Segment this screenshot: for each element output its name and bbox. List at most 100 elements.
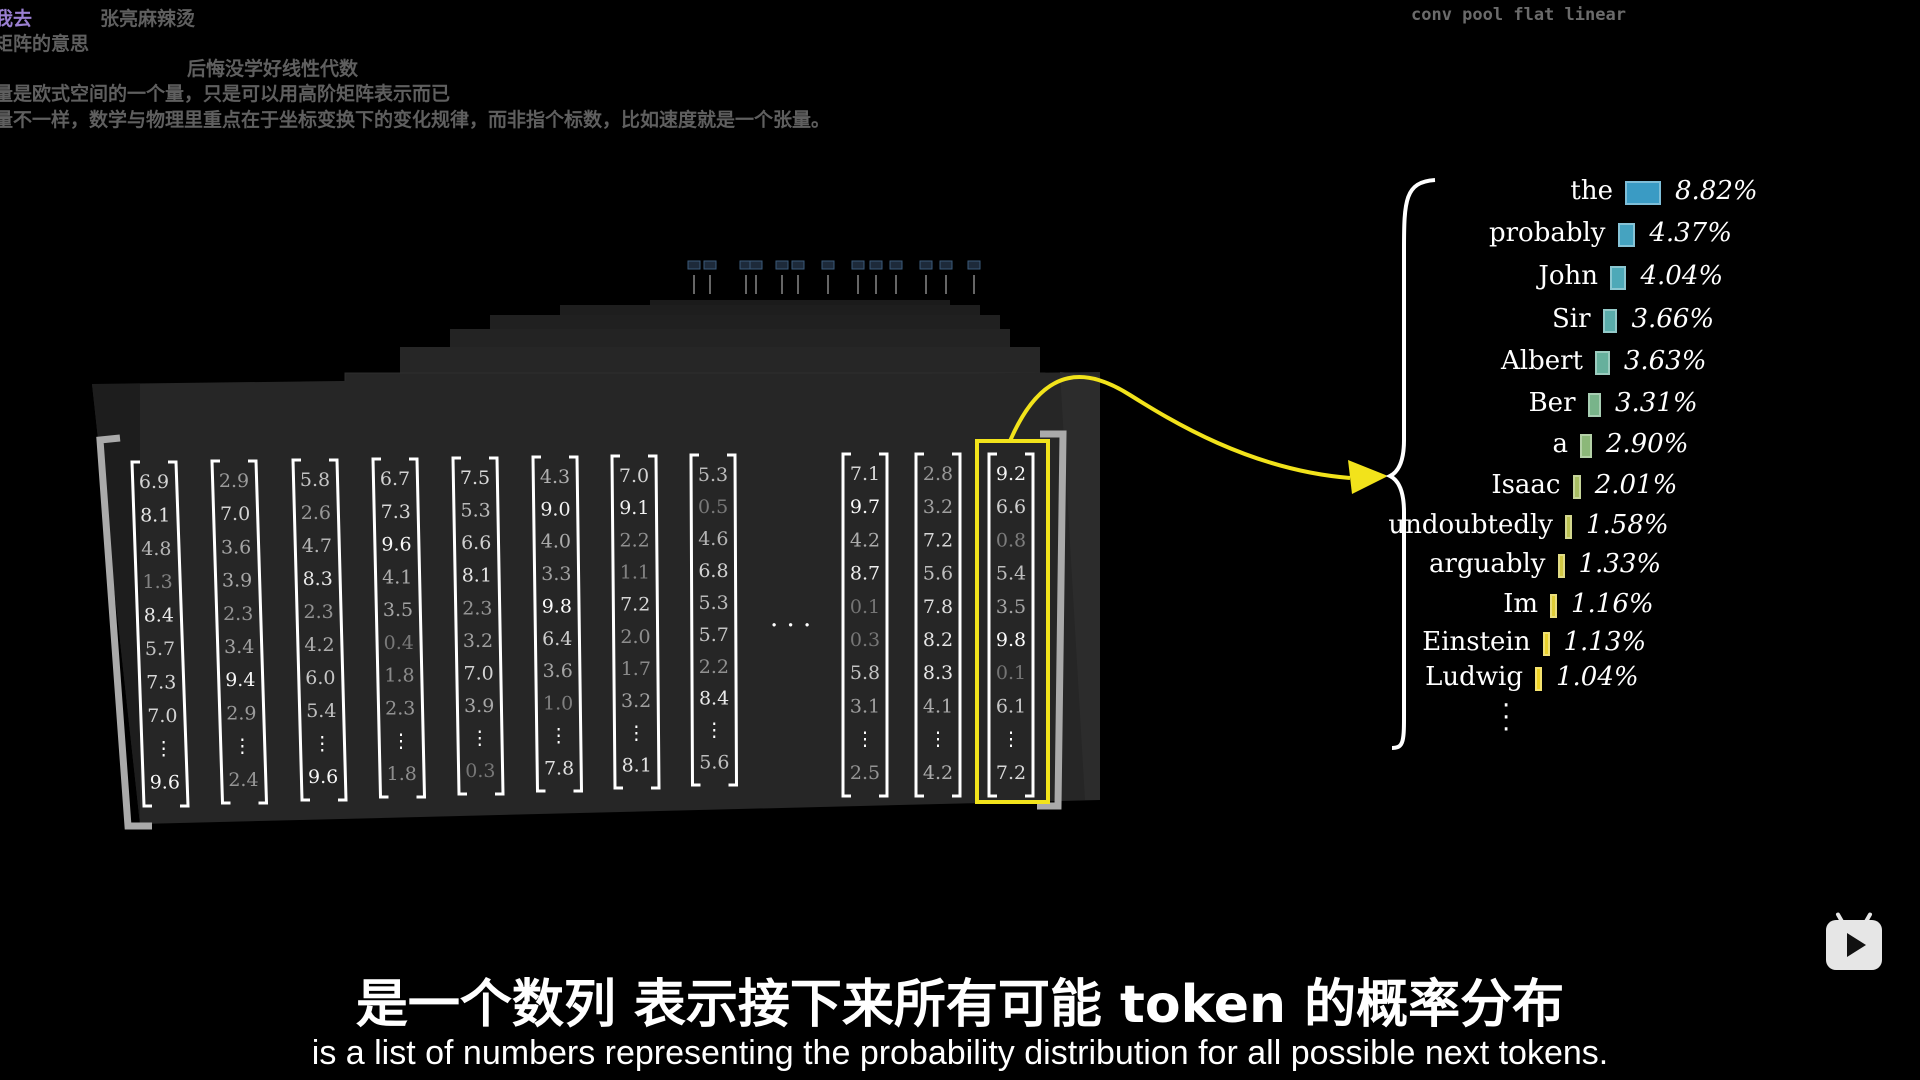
vector-value: 7.0 [147, 705, 177, 727]
tiny-token-box [749, 260, 763, 270]
vector-column: 7.55.36.68.12.33.27.03.9⋮0.3 [451, 456, 505, 796]
distribution-ellipsis-vertical: ··· [1502, 691, 1511, 745]
vector-column: 7.19.74.28.70.10.35.83.1⋮2.5 [841, 452, 889, 798]
vector-value: ⋮ [392, 730, 411, 752]
vector-value: ⋮ [549, 725, 568, 747]
vector-value: 1.0 [543, 693, 573, 715]
distribution-token: the [1570, 176, 1613, 206]
distribution-token: John [1538, 261, 1598, 291]
vector-value: 3.2 [923, 496, 953, 518]
vector-value: 6.1 [996, 695, 1026, 717]
vector-value: ⋮ [627, 722, 646, 744]
tiny-token-box [889, 260, 903, 270]
vector-value: 4.2 [304, 634, 334, 656]
distribution-token: Albert [1501, 346, 1583, 376]
tiny-token-box [687, 260, 701, 270]
vector-value: 2.3 [385, 697, 415, 719]
vector-value: 0.3 [850, 629, 880, 651]
vector-value: 5.8 [850, 662, 880, 684]
vector-value: 6.6 [461, 532, 491, 554]
distribution-token: Sir [1551, 304, 1591, 334]
distribution-token: Einstein [1422, 627, 1531, 657]
vector-value: 5.3 [698, 464, 728, 486]
highlighted-vector-box [975, 439, 1050, 804]
tiny-token-box [791, 260, 805, 270]
tiny-token-box [919, 260, 933, 270]
vector-value: 4.1 [382, 566, 412, 588]
vector-value: 7.2 [620, 594, 650, 616]
vector-column: 6.98.14.81.38.45.77.37.0⋮9.6 [130, 460, 190, 808]
vector-value: 2.2 [699, 656, 729, 678]
vector-value: 3.2 [621, 690, 651, 712]
vector-value: 3.1 [850, 695, 880, 717]
probability-percent: 3.63% [1623, 346, 1707, 376]
vector-value: 8.1 [462, 565, 492, 587]
columns-ellipsis: · · · [770, 611, 811, 641]
vector-value: 2.3 [462, 597, 492, 619]
vector-value: 5.6 [699, 752, 729, 774]
probability-bar [1557, 554, 1565, 578]
vector-value: 2.3 [223, 603, 253, 625]
vector-value: 4.3 [540, 466, 570, 488]
vector-value: 1.1 [620, 561, 650, 583]
probability-percent: 3.66% [1631, 304, 1715, 334]
vector-value: 5.4 [996, 563, 1026, 585]
probability-bar [1617, 223, 1636, 247]
vector-value: 0.1 [850, 596, 880, 618]
vector-value: 8.3 [923, 662, 953, 684]
probability-percent: 1.04% [1556, 662, 1639, 692]
vector-value: 2.6 [301, 502, 331, 524]
probability-bar [1565, 515, 1572, 539]
vector-value: 2.2 [619, 529, 649, 551]
vector-value: 4.7 [302, 535, 332, 557]
vector-brackets [689, 453, 739, 787]
probability-bar [1602, 309, 1618, 333]
vector-value: 7.5 [460, 467, 490, 489]
vector-value: 0.1 [996, 662, 1026, 684]
curly-brace [1385, 178, 1436, 750]
tiny-token-box [851, 260, 865, 270]
vector-brackets [531, 455, 584, 793]
vector-value: 1.7 [621, 658, 651, 680]
vector-value: 5.6 [923, 563, 953, 585]
distribution-token: Isaac [1491, 470, 1561, 500]
vector-value: 8.3 [303, 568, 333, 590]
vector-brackets [987, 452, 1035, 798]
probability-percent: 1.58% [1586, 510, 1669, 540]
probability-percent: 2.01% [1594, 470, 1678, 500]
vector-value: 5.3 [698, 592, 728, 614]
vector-value: 7.8 [544, 757, 574, 779]
vector-value: 6.4 [542, 628, 572, 650]
bilibili-play-icon[interactable] [1826, 911, 1882, 970]
vector-value: 3.6 [543, 660, 573, 682]
danmaku-comment: 矩阵的意思 [0, 33, 90, 55]
vector-brackets [130, 460, 190, 808]
vector-brackets [841, 452, 889, 798]
probability-bar [1587, 393, 1601, 417]
vector-brackets [371, 457, 427, 799]
vector-value: 5.8 [300, 469, 330, 491]
vector-column: 7.09.12.21.17.22.01.73.2⋮8.1 [610, 454, 661, 790]
vector-value: 7.1 [850, 463, 880, 485]
vector-value: 3.2 [463, 630, 493, 652]
probability-percent: 3.31% [1615, 388, 1698, 418]
vector-value: 4.8 [141, 538, 171, 560]
distribution-token: probably [1488, 218, 1606, 248]
distribution-token: undoubtedly [1388, 510, 1553, 540]
embedding-vectors: 6.98.14.81.38.45.77.37.0⋮9.62.97.03.63.9… [130, 452, 1035, 808]
vector-column: 6.77.39.64.13.50.41.82.3⋮1.8 [371, 457, 427, 799]
vector-brackets [451, 456, 505, 796]
subtitle-chinese: 是一个数列 表示接下来所有可能 token 的概率分布 [355, 975, 1565, 1035]
vector-column: 2.83.27.25.67.88.28.34.1⋮4.2 [914, 452, 962, 798]
vector-value: 6.6 [996, 496, 1026, 518]
vector-value: 6.0 [305, 667, 335, 689]
vector-value: 3.6 [221, 536, 251, 558]
tiny-token-box [967, 260, 981, 270]
vector-column: 5.82.64.78.32.34.26.05.4⋮9.6 [291, 458, 348, 802]
vector-value: 9.4 [225, 669, 255, 691]
vector-value: ⋮ [154, 738, 173, 760]
outer-matrix-brackets [96, 430, 1067, 830]
vector-value: 9.0 [540, 498, 570, 520]
danmaku-comment: 量是欧式空间的一个量，只是可以用高阶矩阵表示而已 [0, 83, 451, 105]
